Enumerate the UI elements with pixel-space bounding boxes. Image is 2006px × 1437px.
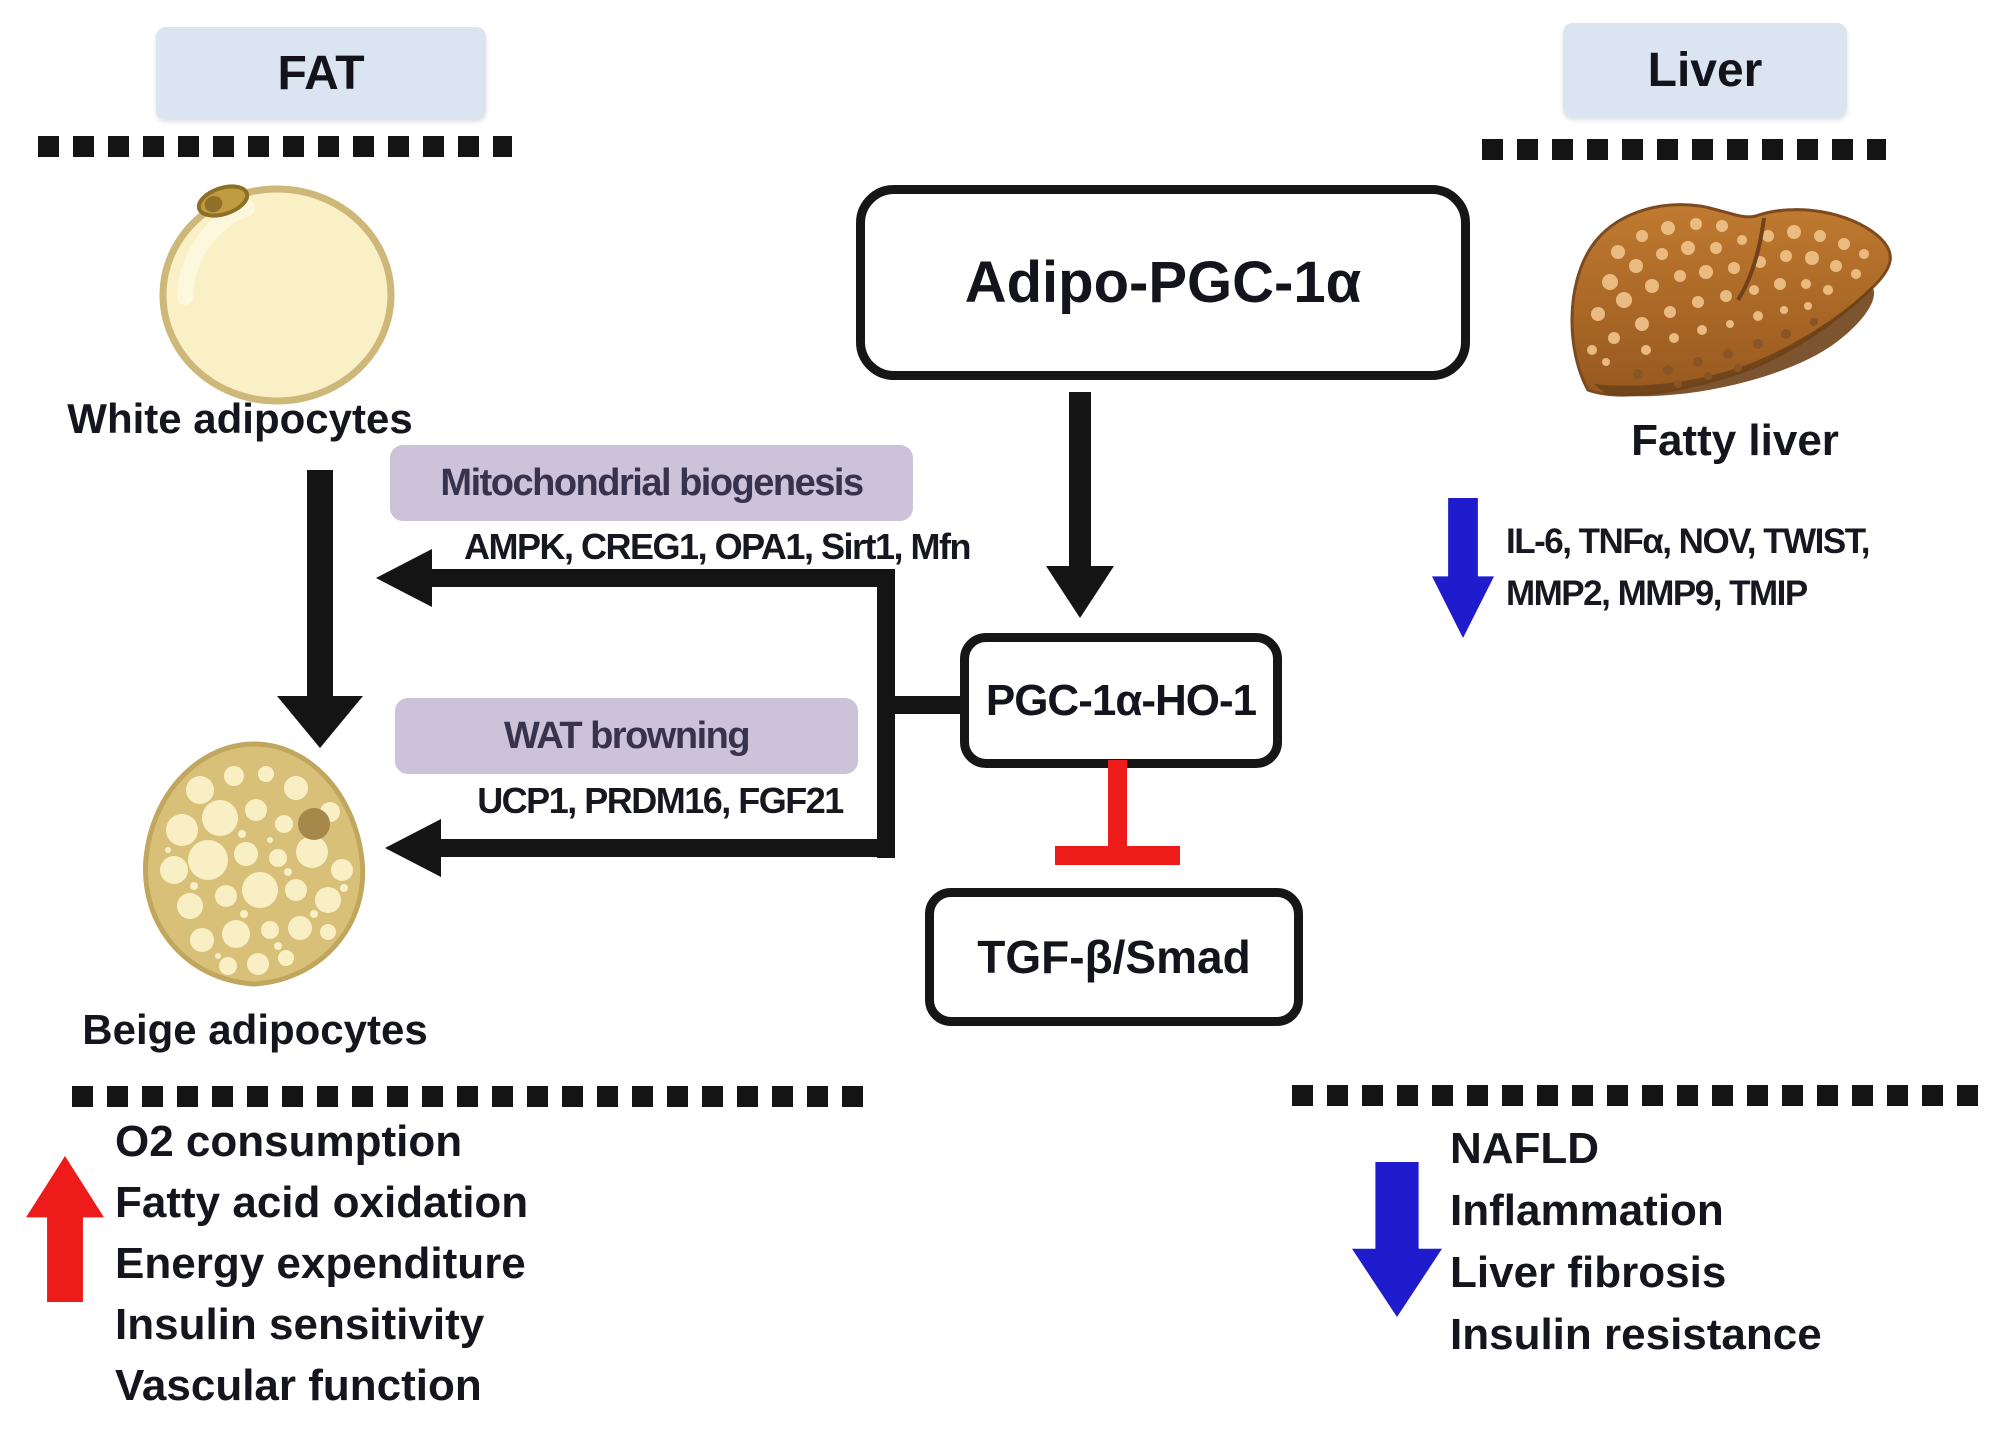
liver-genes-line1: IL-6, TNFα, NOV, TWIST,	[1506, 522, 1870, 561]
liver-header: Liver	[1563, 23, 1847, 117]
mito-arrow-head-icon	[376, 549, 432, 607]
fat-header: FAT	[156, 27, 486, 119]
liver-outcomes-down-arrow-icon	[1352, 1162, 1442, 1317]
wat-browning-genes: UCP1, PRDM16, FGF21	[477, 780, 844, 821]
liver-top-divider	[1482, 139, 1886, 160]
liver-genes-down-arrow-icon	[1432, 498, 1494, 638]
mitochondrial-biogenesis-tag: Mitochondrial biogenesis	[390, 445, 913, 521]
mitochondrial-biogenesis-genes: AMPK, CREG1, OPA1, Sirt1, Mfn	[464, 526, 971, 567]
white-to-beige-arrow-shaft	[307, 470, 333, 696]
fat-outcome-item: Fatty acid oxidation	[115, 1178, 529, 1227]
fatty-liver-label: Fatty liver	[1631, 416, 1839, 465]
fat-bottom-divider	[72, 1086, 872, 1107]
adipo-pgc1a-label: Adipo-PGC-1α	[964, 250, 1362, 315]
connector-vertical-line	[877, 569, 895, 858]
adipo-to-pgc-arrow-head-icon	[1046, 566, 1114, 618]
fatty-liver-illustration	[1570, 203, 1892, 397]
white-adipocytes-label: White adipocytes	[67, 395, 413, 442]
beige-adipocytes-label: Beige adipocytes	[82, 1006, 428, 1053]
fat-outcome-item: Insulin sensitivity	[115, 1300, 485, 1349]
white-adipocyte-illustration	[159, 184, 395, 405]
beige-adipocyte-illustration	[142, 741, 366, 987]
fat-outcome-item: Vascular function	[115, 1361, 482, 1410]
adipo-pgc1a-box: Adipo-PGC-1α	[856, 185, 1470, 380]
tgf-smad-label: TGF-β/Smad	[977, 931, 1251, 983]
wat-browning-tag: WAT browning	[395, 698, 858, 774]
connector-branch-line	[895, 696, 962, 714]
fat-top-divider	[38, 136, 512, 157]
liver-header-label: Liver	[1647, 43, 1763, 97]
fat-header-label: FAT	[277, 46, 365, 100]
tgf-smad-box: TGF-β/Smad	[925, 888, 1303, 1026]
fat-outcome-item: Energy expenditure	[115, 1239, 526, 1288]
inhibition-bar-stem	[1108, 760, 1127, 852]
pgc1a-ho1-box: PGC-1α-HO-1	[960, 633, 1282, 768]
adipo-to-pgc-arrow-shaft	[1069, 392, 1091, 566]
pgc1a-ho1-label: PGC-1α-HO-1	[985, 675, 1257, 725]
liver-genes-line2: MMP2, MMP9, TMIP	[1506, 574, 1808, 613]
mito-arrow-shaft	[428, 569, 895, 587]
fat-outcomes-up-arrow-icon	[26, 1156, 104, 1302]
wat-arrow-head-icon	[385, 819, 441, 877]
mitochondrial-biogenesis-title: Mitochondrial biogenesis	[440, 461, 864, 504]
liver-outcomes-list: NAFLD Inflammation Liver fibrosis Insuli…	[1450, 1118, 1822, 1366]
liver-bottom-divider	[1292, 1085, 1984, 1106]
fat-outcome-item: O2 consumption	[115, 1117, 463, 1166]
fat-outcomes-list: O2 consumption Fatty acid oxidation Ener…	[115, 1111, 528, 1416]
inhibition-bar-icon	[1055, 846, 1180, 865]
liver-outcome-item: Insulin resistance	[1450, 1310, 1822, 1359]
wat-arrow-shaft	[437, 839, 895, 857]
white-to-beige-arrow-head-icon	[277, 696, 363, 748]
liver-outcome-item: Liver fibrosis	[1450, 1248, 1727, 1297]
wat-browning-title: WAT browning	[503, 714, 751, 757]
liver-outcome-item: NAFLD	[1450, 1124, 1600, 1173]
liver-outcome-item: Inflammation	[1450, 1186, 1724, 1235]
